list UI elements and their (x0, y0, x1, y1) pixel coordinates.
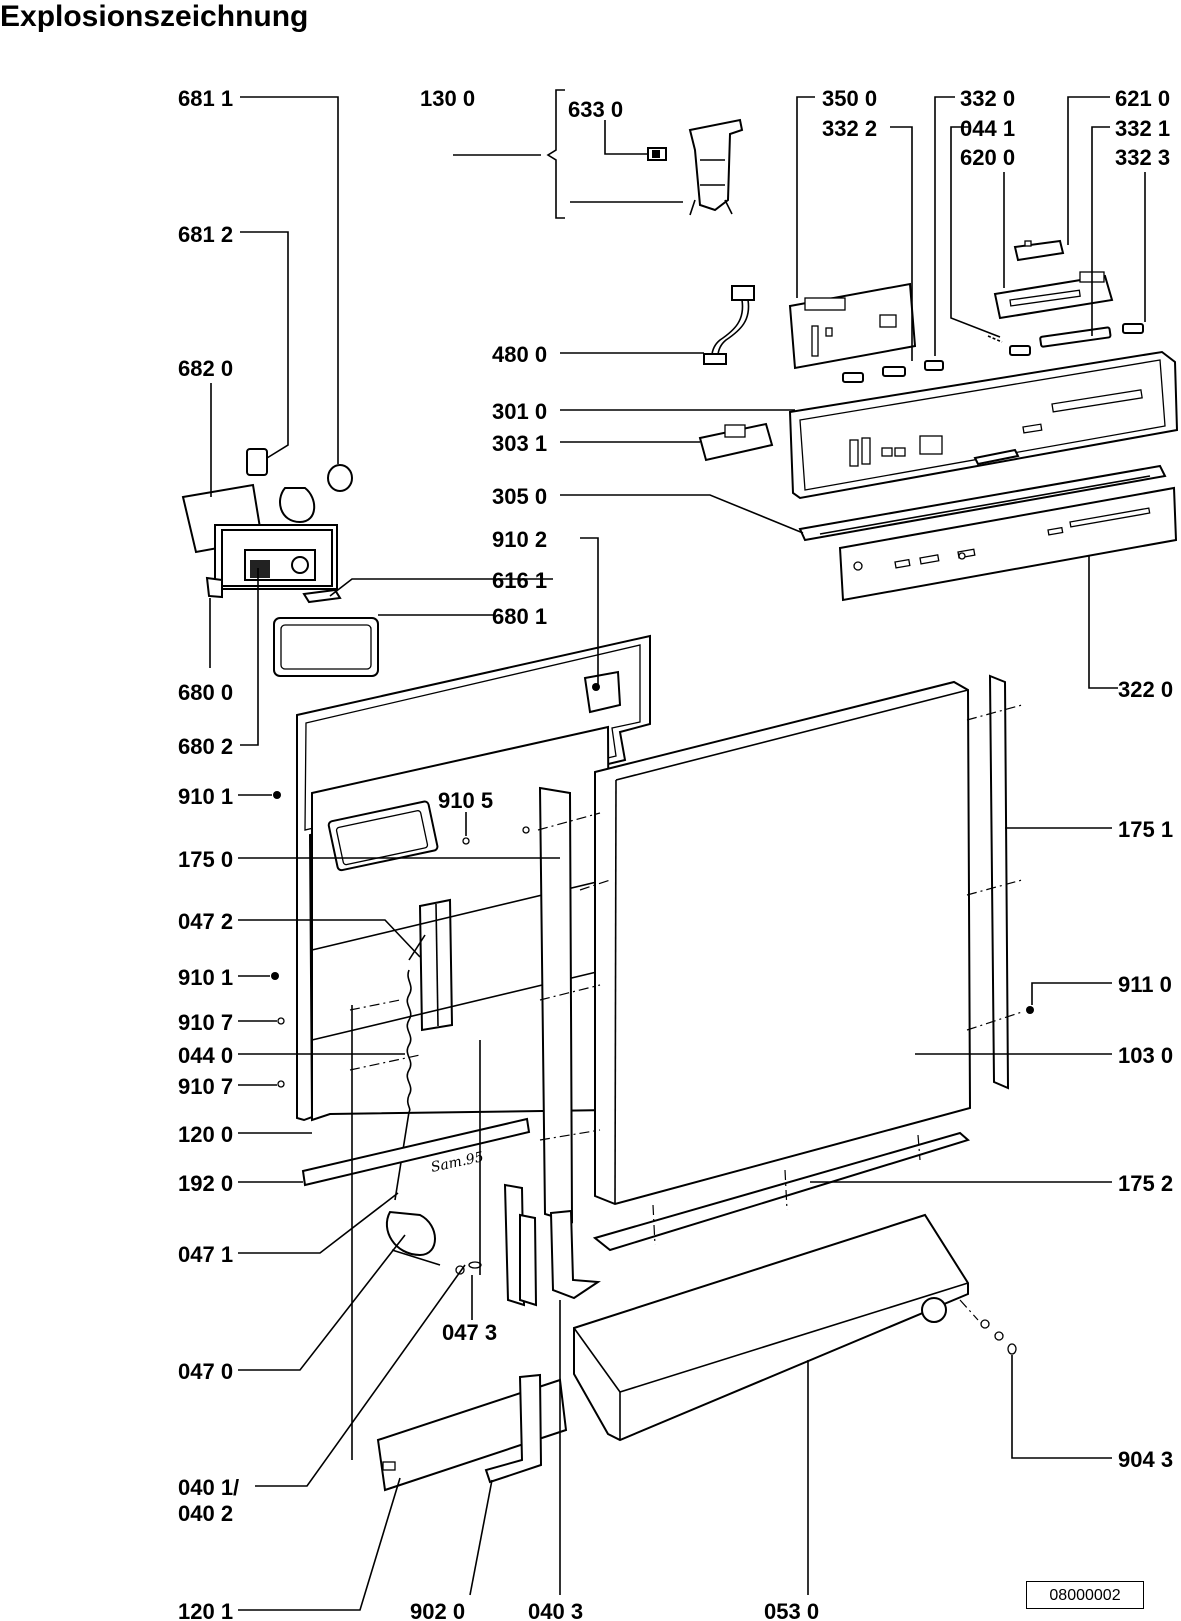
label-192-0: 192 0 (178, 1171, 233, 1196)
label-910-2: 910 2 (492, 527, 547, 552)
leader-lines (209, 89, 1146, 1611)
label-480-0: 480 0 (492, 342, 547, 367)
label-682-0: 682 0 (178, 356, 233, 381)
bracket-902 (484, 1373, 543, 1484)
label-303-1: 303 1 (492, 431, 547, 456)
switch-assembly (647, 118, 744, 216)
outer-door-panel (594, 680, 972, 1206)
hinge-parts (385, 1183, 538, 1307)
bracket-040-3 (549, 1209, 601, 1300)
page-title: Explosionszeichnung (0, 0, 309, 33)
label-322-0: 322 0 (1118, 677, 1173, 702)
label-047-1: 047 1 (178, 1242, 233, 1267)
label-902-0: 902 0 (410, 1599, 465, 1621)
label-910-1-top: 910 1 (178, 784, 233, 809)
label-616-1: 616 1 (492, 568, 547, 593)
round-cap (327, 464, 353, 492)
label-175-0: 175 0 (178, 847, 233, 872)
label-053-0: 053 0 (764, 1599, 819, 1621)
screws (271, 791, 1034, 1355)
label-044-1: 044 1 (960, 116, 1015, 141)
sub-board-620 (993, 271, 1114, 320)
label-130-0: 130 0 (420, 86, 475, 111)
label-350-0: 350 0 (822, 86, 877, 111)
label-047-0: 047 0 (178, 1359, 233, 1384)
small-clip (246, 448, 268, 476)
label-904-3: 904 3 (1118, 1447, 1173, 1472)
label-120-0: 120 0 (178, 1122, 233, 1147)
label-681-1: 681 1 (178, 86, 233, 111)
label-910-7-bottom: 910 7 (178, 1074, 233, 1099)
detergent-dispenser (181, 483, 338, 599)
cover-303 (698, 422, 774, 462)
label-680-1: 680 1 (492, 604, 547, 629)
label-305-0: 305 0 (492, 484, 547, 509)
label-175-2: 175 2 (1118, 1171, 1173, 1196)
label-680-0: 680 0 (178, 680, 233, 705)
alignment-lines (349, 704, 1023, 1321)
label-681-2: 681 2 (178, 222, 233, 247)
label-911-0: 911 0 (1118, 972, 1172, 997)
label-680-2: 680 2 (178, 734, 233, 759)
label-044-0: 044 0 (178, 1043, 233, 1068)
label-332-1: 332 1 (1115, 116, 1170, 141)
bottom-rail (301, 1117, 531, 1187)
label-040-1: 040 1/ (178, 1475, 239, 1500)
part-labels: 681 1 130 0 633 0 350 0 332 0 621 0 332 … (178, 86, 1173, 1621)
label-910-5: 910 5 (438, 788, 493, 813)
label-332-2: 332 2 (822, 116, 877, 141)
label-332-3: 332 3 (1115, 145, 1170, 170)
label-047-3: 047 3 (442, 1320, 497, 1345)
control-fascia (838, 486, 1178, 602)
electronic-board (788, 282, 917, 370)
label-332-0: 332 0 (960, 86, 1015, 111)
label-175-1: 175 1 (1118, 817, 1173, 842)
label-910-1-mid: 910 1 (178, 965, 233, 990)
label-103-0: 103 0 (1118, 1043, 1173, 1068)
side-strip-left (538, 786, 574, 1224)
side-strip-right (988, 674, 1010, 1090)
key-buttons (842, 323, 1144, 383)
label-633-0: 633 0 (568, 97, 623, 122)
label-910-7-top: 910 7 (178, 1010, 233, 1035)
document-number: 08000002 (1026, 1581, 1144, 1609)
dispenser-seal (273, 617, 379, 677)
part-616 (302, 588, 342, 604)
control-panel-frame (788, 350, 1179, 500)
label-620-0: 620 0 (960, 145, 1015, 170)
plinth (573, 1213, 969, 1442)
panel-strip-305 (798, 464, 1167, 542)
bottom-strip (592, 1131, 971, 1252)
label-621-0: 621 0 (1115, 86, 1170, 111)
label-040-2: 040 2 (178, 1501, 233, 1526)
label-047-2: 047 2 (178, 909, 233, 934)
label-120-1: 120 1 (178, 1599, 233, 1621)
lower-plate (376, 1378, 568, 1492)
inner-door (296, 634, 651, 1122)
label-040-3: 040 3 (528, 1599, 583, 1621)
label-301-0: 301 0 (492, 399, 547, 424)
part-621 (1013, 239, 1065, 262)
cable-harness (703, 285, 755, 365)
